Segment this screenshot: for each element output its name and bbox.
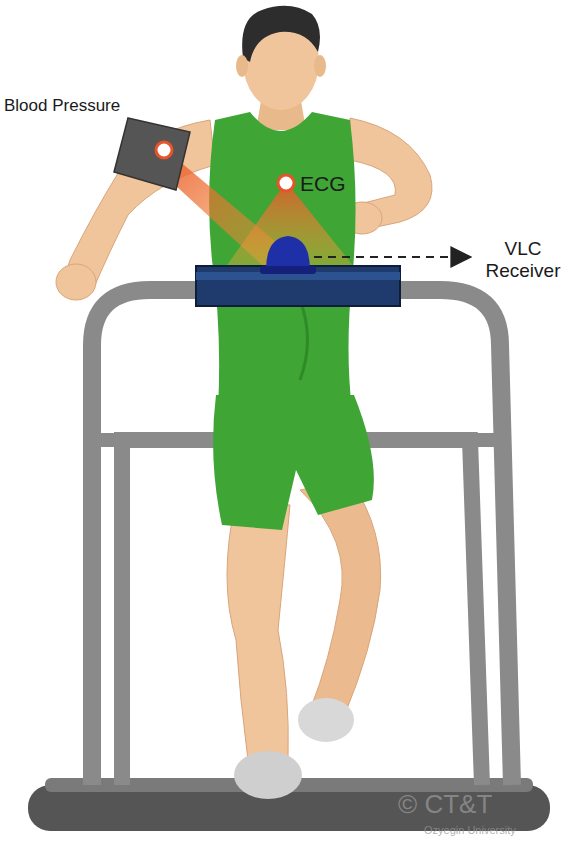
runner-shorts [213, 395, 374, 530]
runner-shoe [234, 751, 302, 799]
watermark: Ozyegin University [424, 824, 516, 837]
console-bar [196, 266, 400, 306]
vlc-receiver-base [260, 266, 316, 274]
runner-ear [314, 55, 326, 77]
component-label: VLC Receiver [476, 238, 570, 282]
watermark: © CT&T [398, 790, 492, 820]
sensor-label: ECG [300, 172, 346, 196]
runner-shoe [298, 698, 354, 742]
bp-sensor [156, 142, 172, 158]
vlc-receiver [266, 236, 310, 270]
sensor-label: Blood Pressure [4, 96, 120, 116]
runner-hand [56, 264, 96, 300]
runner-shirt [209, 112, 355, 410]
treadmill-inner-frame [122, 440, 482, 785]
ecg-sensor [278, 175, 294, 191]
blood-pressure-cuff [114, 118, 190, 190]
runner-left-leg [227, 500, 290, 760]
runner-hair [242, 6, 320, 62]
shirt-fold [300, 300, 308, 380]
runner-ear [236, 55, 248, 77]
runner-right-leg [300, 480, 381, 716]
leader-arrow [314, 256, 468, 258]
